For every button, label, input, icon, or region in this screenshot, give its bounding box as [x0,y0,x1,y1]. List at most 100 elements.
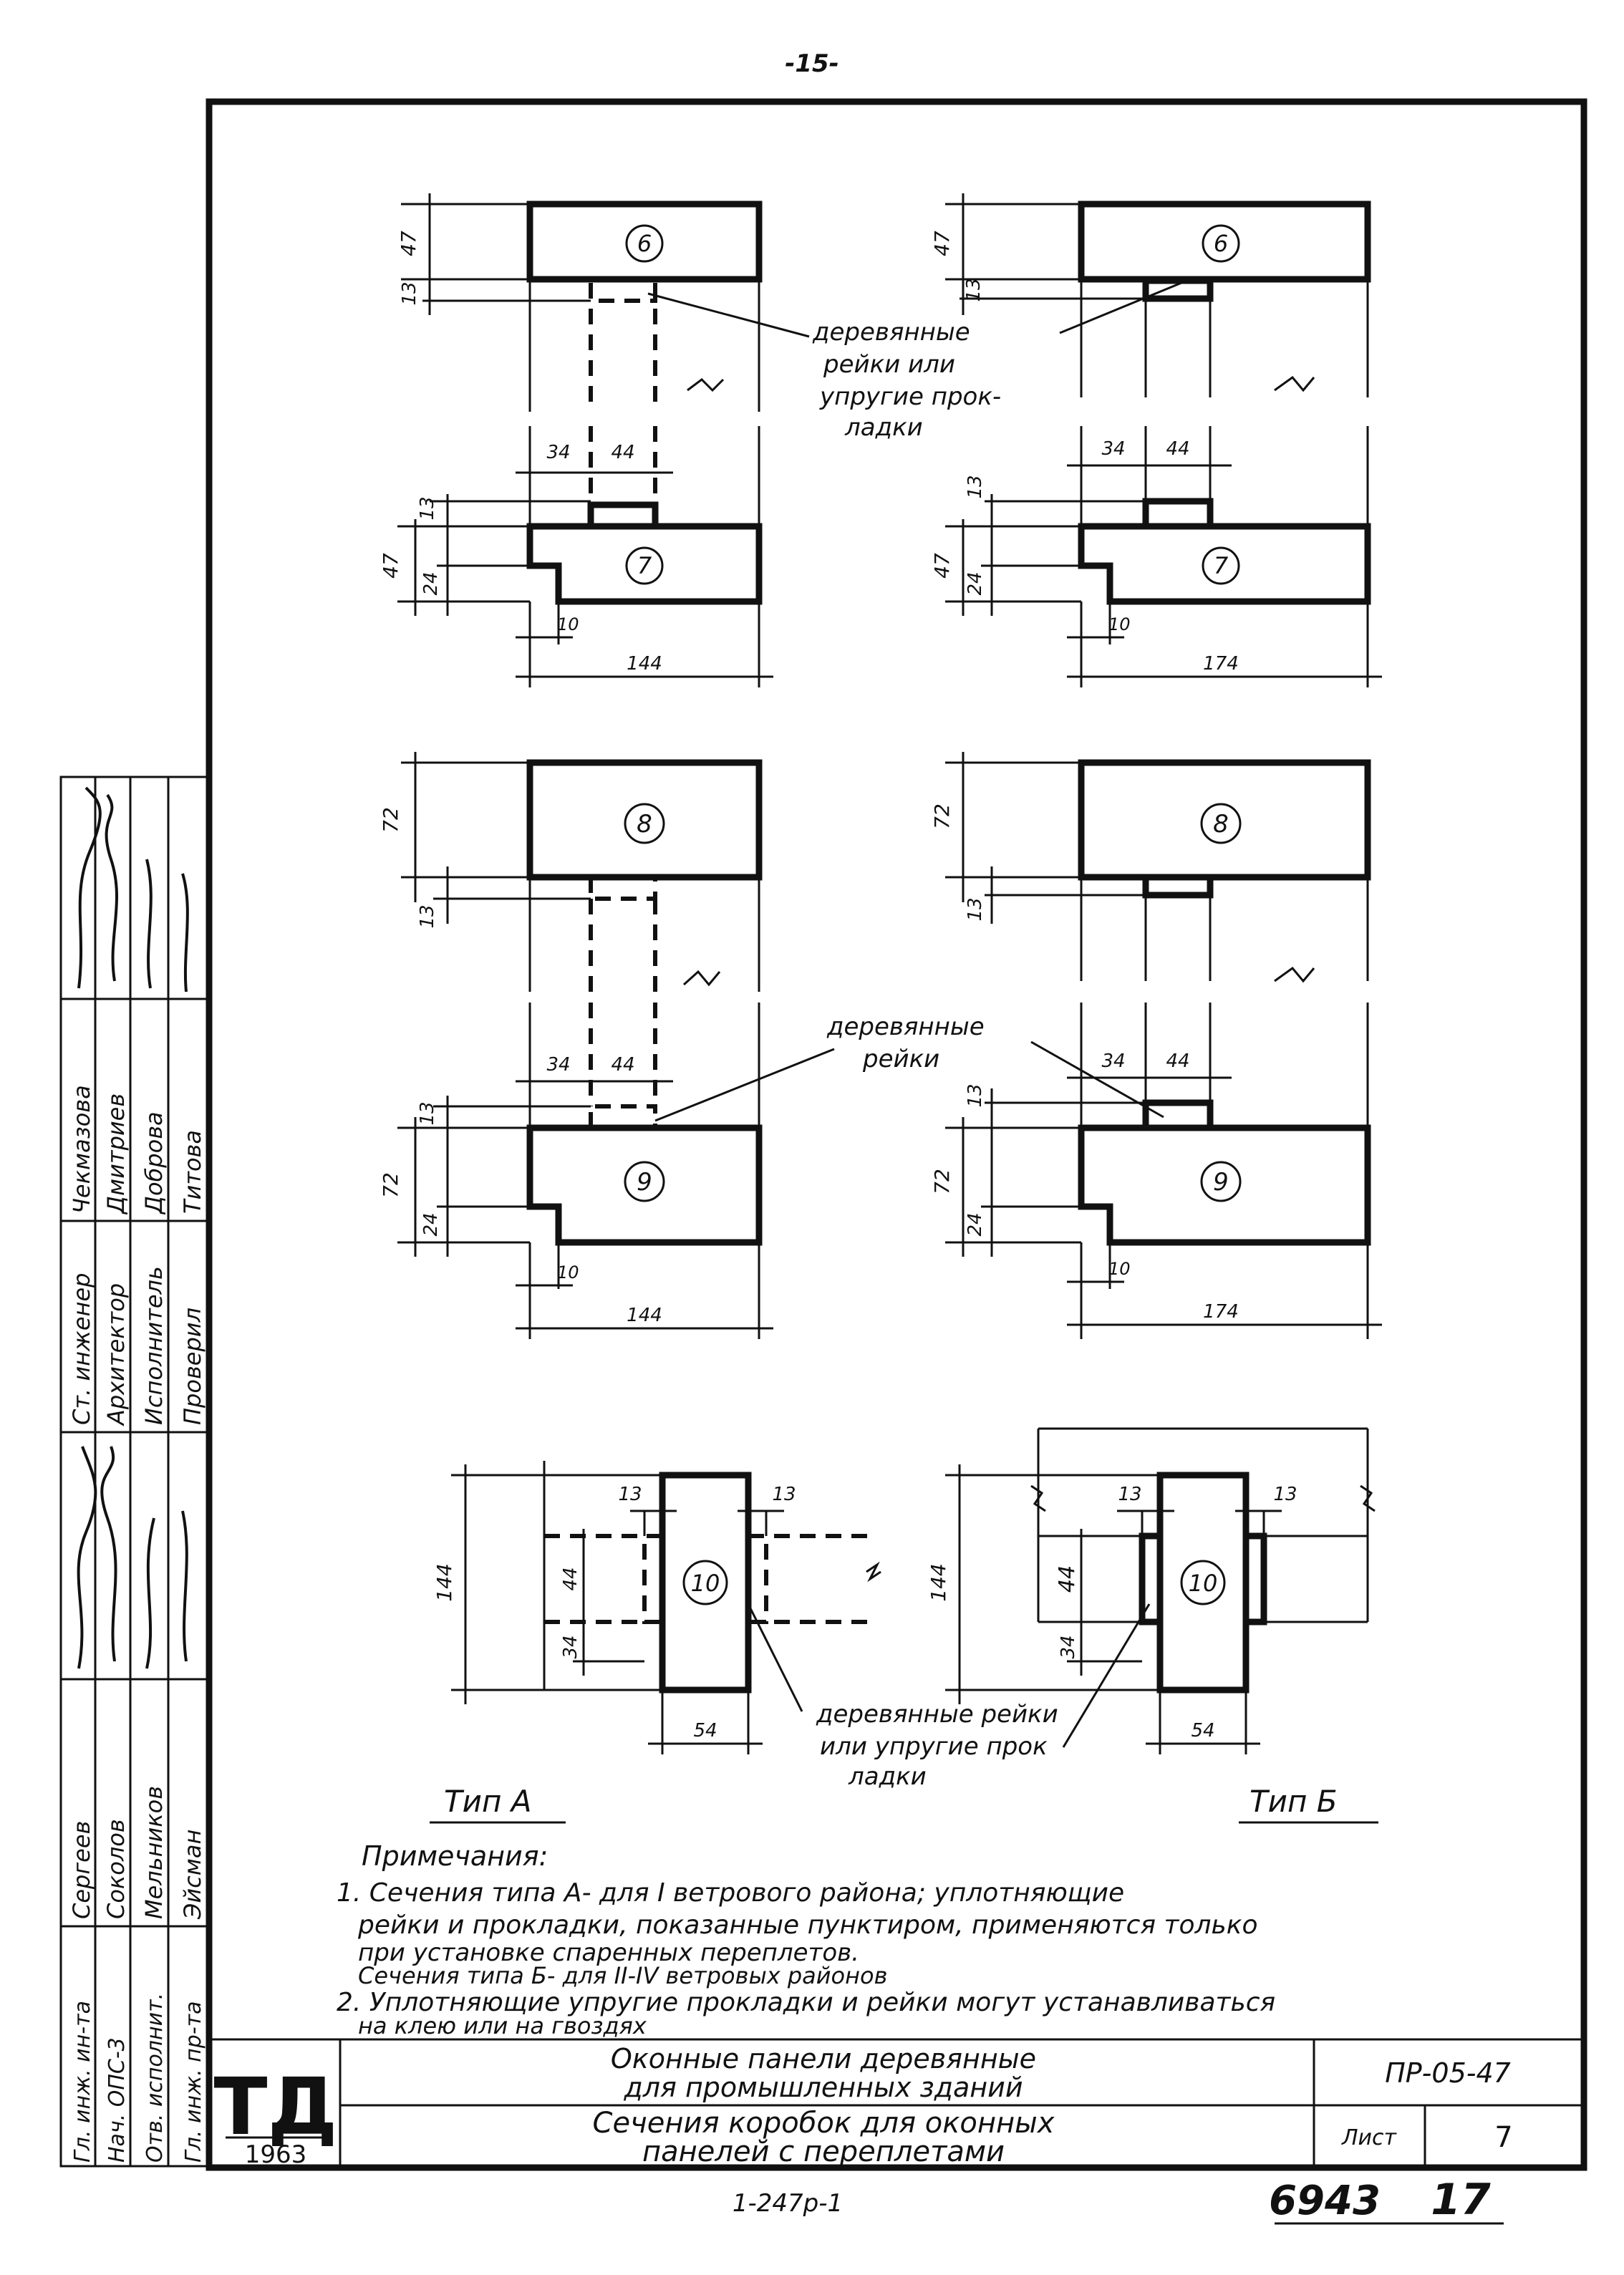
detail-number-10b: 10 [1189,1570,1218,1597]
svg-text:Титова: Титова [179,1130,206,1214]
section-7-type-a: 7 34 44 13 47 24 10 144 [379,426,773,687]
dim-10-9a: 10 [557,1262,579,1283]
stamp-subtitle-line-2: панелей с переплетами [642,2135,1005,2168]
dim-174-7b: 174 [1203,653,1239,675]
dim-13-6b: 13 [963,278,985,301]
svg-text:Гл. инж. пр-та: Гл. инж. пр-та [181,2001,206,2163]
dim-13-8b: 13 [965,897,986,921]
signature-role2-2: Архитектор [102,1283,130,1426]
dim-10-9b: 10 [1108,1259,1131,1279]
svg-text:Сергеев: Сергеев [68,1821,95,1919]
dim-10-7a: 10 [557,614,579,634]
note-2-line-1: 2. Уплотняющие упругие прокладки и рейки… [337,1988,1275,2017]
stamp-subtitle-line-1: Сечения коробок для оконных [593,2107,1055,2140]
svg-text:Чекмазова: Чекмазова [68,1085,95,1214]
note-2-line-2: на клею или на гвоздях [358,2012,647,2039]
detail-number-10a: 10 [691,1570,720,1597]
svg-text:или упругие прок: или упругие прок [820,1732,1048,1761]
detail-number-6b: 6 [1214,230,1228,257]
dim-24-9a: 24 [420,1212,442,1236]
svg-text:Дмитриев: Дмитриев [102,1093,130,1215]
stamp-sheet-label: Лист [1341,2125,1398,2150]
svg-text:ладки: ладки [848,1762,927,1791]
dim-72-8b: 72 [930,803,954,829]
signature-role-2: Нач. ОПС-3 [105,2037,130,2163]
section-7-type-b: 7 34 44 13 47 24 10 174 [930,426,1382,687]
note-1-line-1: 1. Сечения типа А- для I ветрового район… [337,1878,1124,1908]
svg-text:деревянные: деревянные [826,1013,985,1041]
series-number: 1-247р-1 [733,2189,843,2218]
callout-wood-strips-or-gaskets-top: деревянные рейки или упругие прок- ладки [812,318,1001,442]
dim-13-6a: 13 [399,281,420,305]
archive-number: 6943 [1269,2178,1381,2224]
signature-role-1: Гл. инж. ин-та [70,2001,95,2163]
detail-number-9b: 9 [1213,1168,1229,1197]
stamp-sheet-number: 7 [1494,2121,1512,2154]
dim-13-10a-left: 13 [618,1484,642,1505]
signature-role2-3: Исполнитель [140,1266,168,1425]
dim-13-10a-right: 13 [772,1484,796,1505]
section-10-type-a: 10 144 44 34 13 13 54 [432,1461,881,1754]
dim-13-10b-left: 13 [1118,1484,1141,1505]
signature-role2-4: Проверил [179,1308,206,1425]
svg-text:Нач. ОПС-3: Нач. ОПС-3 [105,2037,130,2163]
detail-number-6a: 6 [637,230,652,257]
note-1-line-3: при установке спаренных переплетов. [358,1938,859,1967]
svg-text:деревянные рейки: деревянные рейки [816,1700,1058,1729]
signature-name-2: Соколов [102,1819,130,1919]
svg-text:рейки: рейки [862,1045,939,1073]
callout-wood-strips-or-gaskets-bottom: деревянные рейки или упругие прок ладки [747,1603,1151,1791]
section-9-type-b: 9 34 44 13 72 24 10 174 [930,1003,1382,1339]
dim-34-10a: 34 [560,1635,581,1658]
dim-13-8a: 13 [417,904,438,928]
dim-144-10a: 144 [432,1563,456,1601]
svg-text:Доброва: Доброва [140,1111,168,1215]
type-b-label: Тип Б [1239,1784,1378,1824]
svg-text:Исполнитель: Исполнитель [140,1266,168,1425]
signature-name-4: Эйсман [179,1830,206,1920]
svg-text:Гл. инж. ин-та: Гл. инж. ин-та [70,2001,95,2163]
dim-47-7b: 47 [930,553,954,579]
dim-44-7b: 44 [1166,438,1189,460]
signature-name2-3: Доброва [140,1111,168,1215]
svg-text:Ст. инженер: Ст. инженер [68,1273,95,1425]
dim-13-10b-right: 13 [1273,1484,1297,1505]
dim-13-7a: 13 [417,496,438,520]
handwritten-signatures [77,786,189,1669]
svg-text:ладки: ладки [844,413,923,442]
detail-number-9a: 9 [637,1168,652,1197]
svg-text:Тип Б: Тип Б [1250,1784,1338,1819]
page-number: -15- [785,49,839,78]
detail-number-7b: 7 [1214,552,1229,579]
stamp-code: ПР-05-47 [1385,2057,1511,2089]
dim-44-9b: 44 [1166,1050,1189,1072]
signature-role-3: Отв. исполнит. [142,1993,168,2163]
section-8-type-b: 8 72 13 [930,752,1371,983]
signature-role-4: Гл. инж. пр-та [181,2001,206,2163]
signature-role2-1: Ст. инженер [68,1273,95,1425]
dim-24-7a: 24 [420,571,442,595]
stamp-logo: ТД [213,2061,337,2153]
dim-144-9a: 144 [627,1305,662,1326]
dim-13-7b: 13 [965,475,986,498]
dim-13-9b: 13 [965,1083,986,1107]
notes-heading: Примечания: [362,1840,548,1872]
dim-13-9a: 13 [417,1101,438,1125]
svg-text:Архитектор: Архитектор [102,1283,130,1426]
dim-34-9a: 34 [546,1054,570,1076]
stamp-title-line-1: Оконные панели деревянные [611,2043,1036,2074]
dim-47-6b: 47 [930,231,954,256]
svg-text:Соколов: Соколов [102,1819,130,1919]
signature-strip [59,776,211,2168]
notes-block: Примечания: 1. Сечения типа А- для I вет… [337,1840,1275,2039]
dim-10-7b: 10 [1108,614,1131,634]
signature-name-3: Мельников [140,1786,168,1919]
svg-text:Эйсман: Эйсман [179,1830,206,1920]
svg-text:деревянные: деревянные [812,318,970,347]
svg-text:Отв. исполнит.: Отв. исполнит. [142,1993,168,2163]
signature-name2-2: Дмитриев [102,1093,130,1215]
dim-144-7a: 144 [627,653,662,675]
signature-name2-4: Титова [179,1130,206,1214]
dim-34-10b: 34 [1058,1635,1079,1658]
